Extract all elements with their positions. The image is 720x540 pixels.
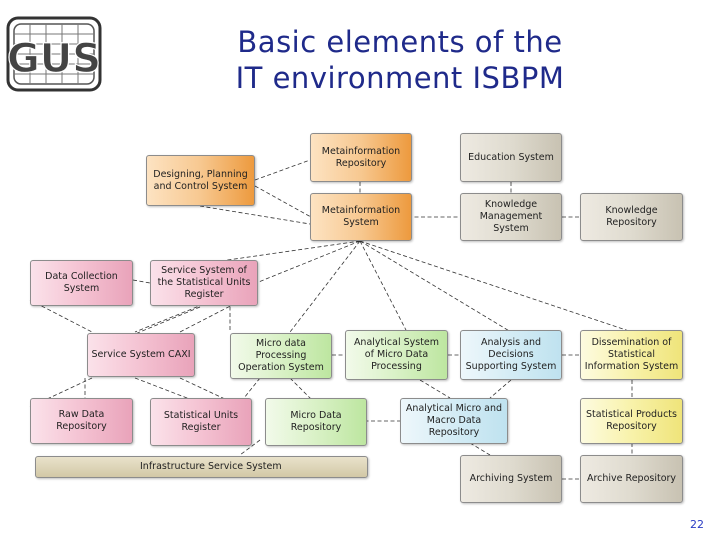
- micro-data-repository-box: Micro Data Repository: [265, 398, 367, 446]
- knowledge-management-box: Knowledge Management System: [460, 193, 562, 241]
- metainformation-system-box: Metainformation System: [310, 193, 412, 241]
- archive-repository-box: Archive Repository: [580, 455, 683, 503]
- education-system-box: Education System: [460, 133, 562, 182]
- svg-text:GUS: GUS: [7, 36, 101, 82]
- micro-data-processing-box: Micro data Processing Operation System: [230, 333, 332, 379]
- data-collection-label: Data Collection System: [45, 271, 118, 294]
- analytical-system-micro-box: Analytical System of Micro Data Processi…: [345, 330, 448, 380]
- title-line-2: IT environment ISBPM: [235, 61, 565, 95]
- infrastructure-label: Infrastructure Service System: [140, 461, 282, 472]
- micro-data-repository-label: Micro Data Repository: [290, 410, 342, 433]
- statistical-products-repository-label: Statistical Products Repository: [586, 409, 677, 432]
- metainformation-system-label: Metainformation System: [321, 205, 401, 228]
- analytical-micro-macro-label: Analytical Micro and Macro Data Reposito…: [405, 403, 503, 438]
- analytical-micro-macro-box: Analytical Micro and Macro Data Reposito…: [400, 398, 508, 444]
- raw-data-repository-box: Raw Data Repository: [30, 398, 133, 444]
- statistical-units-register-label: Statistical Units Register: [163, 410, 239, 433]
- analysis-decisions-label: Analysis and Decisions Supporting System: [465, 337, 557, 372]
- archive-repository-label: Archive Repository: [586, 473, 677, 484]
- education-system-label: Education System: [468, 151, 554, 163]
- archiving-system-box: Archiving System: [460, 455, 562, 503]
- raw-data-repository-label: Raw Data Repository: [56, 409, 107, 432]
- knowledge-repository-box: Knowledge Repository: [580, 193, 683, 241]
- service-system-caxi-label: Service System CAXI: [91, 349, 191, 360]
- gus-logo: GUS: [6, 16, 102, 92]
- service-system-units-register-label: Service System of the Statistical Units …: [157, 265, 251, 300]
- page-title: Basic elements of the IT environment ISB…: [180, 24, 620, 96]
- knowledge-repository-label: Knowledge Repository: [605, 205, 658, 228]
- page-number: 22: [690, 518, 704, 531]
- title-line-1: Basic elements of the: [237, 25, 563, 59]
- service-system-units-register-box: Service System of the Statistical Units …: [150, 260, 258, 306]
- dissemination-box: Dissemination of Statistical Information…: [580, 330, 683, 380]
- dissemination-label: Dissemination of Statistical Information…: [584, 337, 679, 372]
- metainformation-repository-label: Metainformation Repository: [321, 145, 401, 169]
- service-system-caxi-box: Service System CAXI: [87, 333, 195, 377]
- infrastructure-box: Infrastructure Service System: [35, 456, 368, 478]
- designing-planning-label: Designing, Planning and Control System: [153, 168, 248, 192]
- metainformation-repository-box: Metainformation Repository: [310, 133, 412, 182]
- analysis-decisions-box: Analysis and Decisions Supporting System: [460, 330, 562, 380]
- analytical-system-micro-label: Analytical System of Micro Data Processi…: [353, 337, 440, 372]
- micro-data-processing-label: Micro data Processing Operation System: [238, 338, 324, 373]
- data-collection-box: Data Collection System: [30, 260, 133, 306]
- designing-planning-box: Designing, Planning and Control System: [146, 155, 255, 206]
- knowledge-management-label: Knowledge Management System: [479, 199, 543, 234]
- statistical-products-repository-box: Statistical Products Repository: [580, 398, 683, 444]
- archiving-system-label: Archiving System: [469, 473, 553, 484]
- statistical-units-register-box: Statistical Units Register: [150, 398, 252, 446]
